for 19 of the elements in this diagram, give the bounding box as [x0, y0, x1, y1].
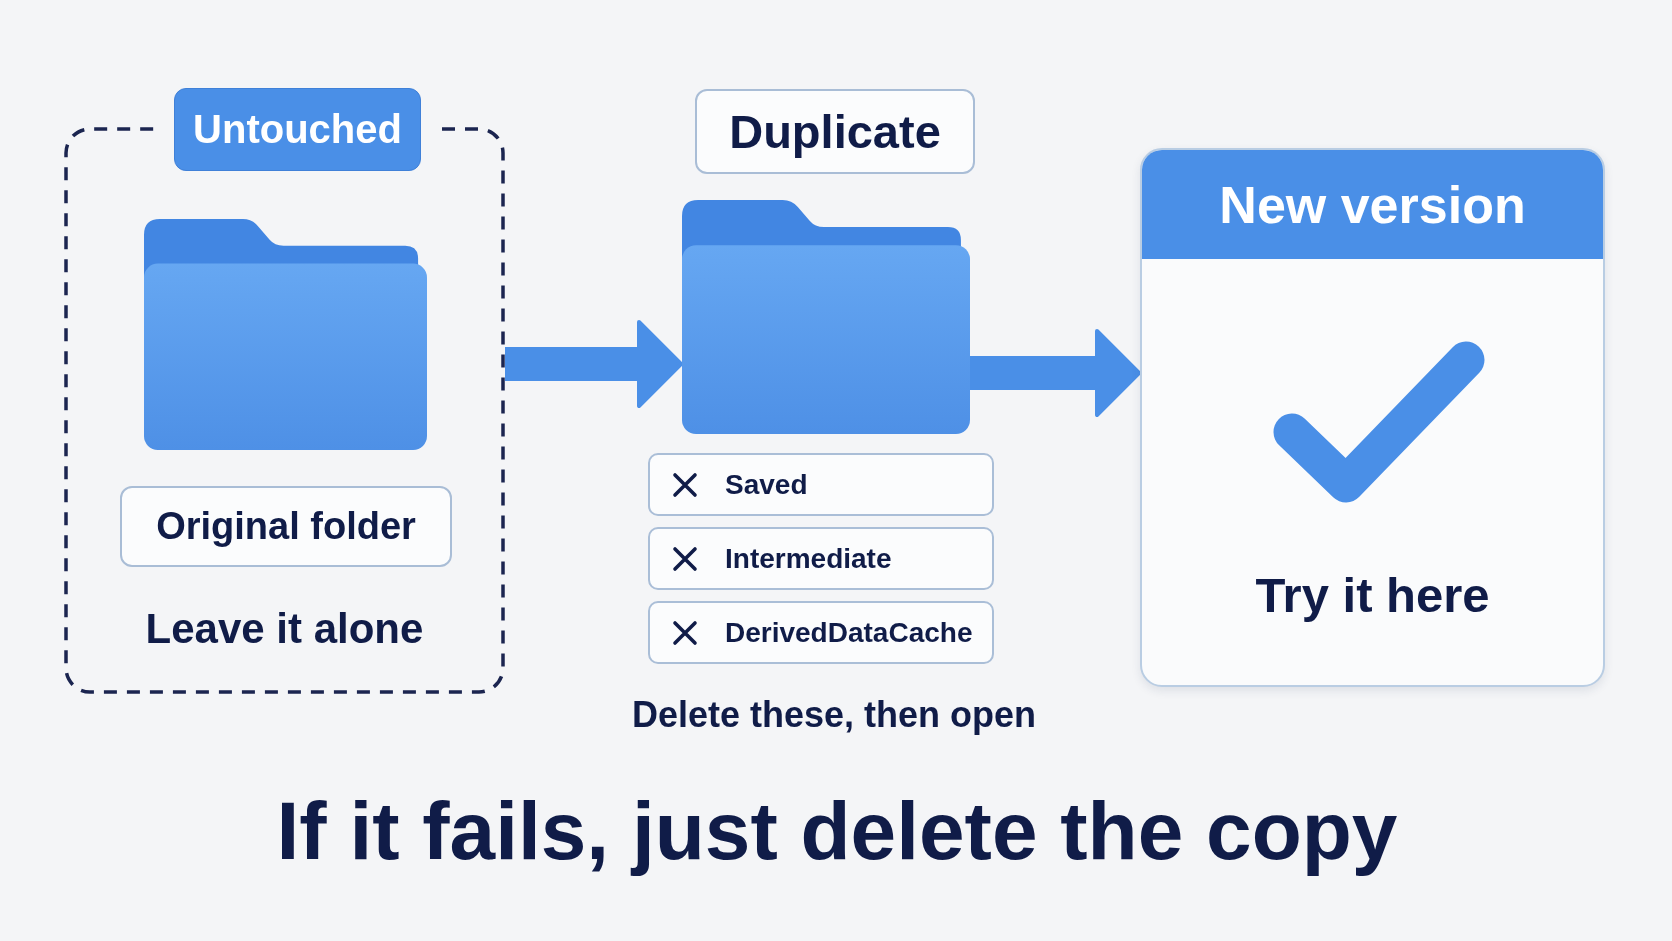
folder-icon — [682, 200, 970, 434]
item-text: DerivedDataCache — [725, 616, 973, 649]
list-item-box — [648, 527, 994, 590]
folder-icon — [144, 219, 427, 450]
title-tag: Untouched — [174, 88, 421, 171]
caption-text: If it fails, just delete the copy — [276, 783, 1398, 878]
card-text: Try it here — [1255, 566, 1490, 624]
list-item-box — [648, 453, 994, 516]
label-box: Duplicate — [695, 89, 975, 174]
list-item-box — [648, 601, 994, 664]
note-text: Delete these, then open — [631, 694, 1037, 736]
body-text: Leave it alone — [145, 604, 424, 654]
label-box: Original folder — [120, 486, 452, 567]
item-text: Intermediate — [725, 542, 892, 575]
header-bar: New version — [1142, 150, 1603, 259]
block-arrow — [970, 329, 1141, 417]
block-arrow — [505, 320, 683, 408]
item-text: Saved — [725, 468, 808, 501]
card-panel — [1140, 148, 1605, 687]
